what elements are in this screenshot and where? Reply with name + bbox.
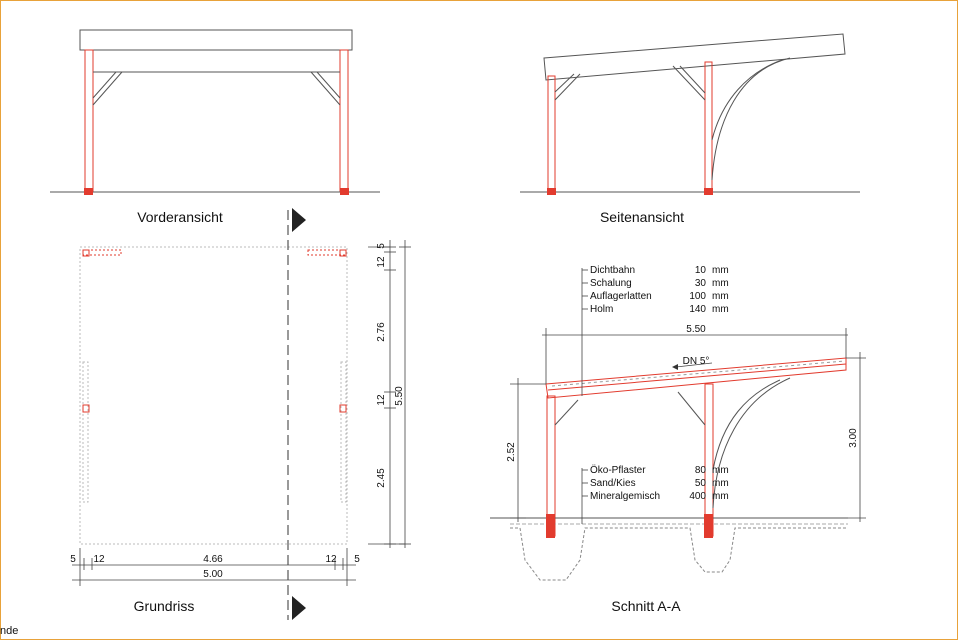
ground-layer-value: 50 — [695, 478, 707, 489]
plan-title: Grundriss — [134, 598, 195, 614]
front-post-left — [84, 49, 94, 193]
side-roof — [543, 33, 846, 81]
roof-layer-value: 30 — [695, 278, 707, 289]
plan-dim-12-mid: 12 — [376, 394, 387, 406]
section-title: Schnitt A-A — [611, 598, 681, 614]
ground-layer-name: Mineralgemisch — [590, 491, 660, 502]
side-view-title: Seitenansicht — [600, 209, 684, 225]
ground-layer-value: 80 — [695, 465, 707, 476]
front-foot-right — [340, 188, 349, 195]
roof-layer-name: Schalung — [590, 278, 632, 289]
roof-layer-value: 140 — [689, 304, 706, 315]
plan-dim-276: 2.76 — [376, 322, 387, 342]
section-arrow-top — [292, 208, 306, 232]
plan-dim-5-right-bottom: 5 — [354, 554, 360, 565]
section-slope: DN 5° — [683, 356, 710, 367]
ground-layer-value: 400 — [689, 491, 706, 502]
roof-layer-unit: mm — [712, 265, 729, 276]
roof-layer-unit: mm — [712, 278, 729, 289]
plan-dim-550: 5.50 — [394, 386, 405, 406]
section-arrow-bottom — [292, 596, 306, 620]
plan-dim-466: 4.66 — [203, 554, 223, 565]
section-dim-width: 5.50 — [686, 324, 706, 335]
ground-layer-unit: mm — [712, 491, 729, 502]
side-foot-right — [704, 188, 713, 195]
ground-layer-unit: mm — [712, 465, 729, 476]
roof-layer-name: Holm — [590, 304, 613, 315]
ground-layer-name: Sand/Kies — [590, 478, 636, 489]
front-roof-beam — [79, 29, 353, 51]
section-dim-height-high: 3.00 — [848, 428, 859, 448]
front-foot-left — [84, 188, 93, 195]
ground-layer-unit: mm — [712, 478, 729, 489]
section-foot-right — [704, 514, 713, 538]
plan-dim-12-left: 12 — [93, 554, 105, 565]
roof-layers-legend: Dichtbahn 10 mm Schalung 30 mm Auflagerl… — [590, 265, 729, 315]
section-roof — [545, 357, 847, 399]
roof-layer-unit: mm — [712, 291, 729, 302]
roof-layer-name: Dichtbahn — [590, 265, 635, 276]
plan-dim-245: 2.45 — [376, 468, 387, 488]
plan-dim-5-left: 5 — [70, 554, 76, 565]
side-view — [520, 33, 860, 195]
ground-layer-name: Öko-Pflaster — [590, 464, 646, 476]
section-foot-left — [546, 514, 555, 538]
section-dim-height-low: 2.52 — [506, 442, 517, 462]
roof-layer-value: 100 — [689, 291, 706, 302]
plan-dim-12-right: 12 — [325, 554, 337, 565]
roof-layer-value: 10 — [695, 265, 707, 276]
front-post-right — [339, 49, 349, 193]
ground-layers-legend: Öko-Pflaster 80 mm Sand/Kies 50 mm Miner… — [590, 464, 729, 502]
roof-layer-name: Auflagerlatten — [590, 291, 652, 302]
side-foot-left — [547, 188, 556, 195]
plan-dim-5-right: 5 — [376, 243, 387, 249]
front-view — [50, 29, 380, 195]
plan-dim-12-top: 12 — [376, 256, 387, 268]
roof-layer-unit: mm — [712, 304, 729, 315]
plan-outline — [79, 246, 348, 545]
corner-label: nde — [0, 625, 18, 637]
front-view-title: Vorderansicht — [137, 209, 223, 225]
side-post-left — [547, 75, 556, 193]
section-view — [490, 357, 848, 581]
plan-dim-500: 5.00 — [203, 569, 223, 580]
plan-view — [79, 246, 348, 545]
side-post-right — [704, 61, 713, 193]
slope-arrow — [672, 364, 678, 370]
